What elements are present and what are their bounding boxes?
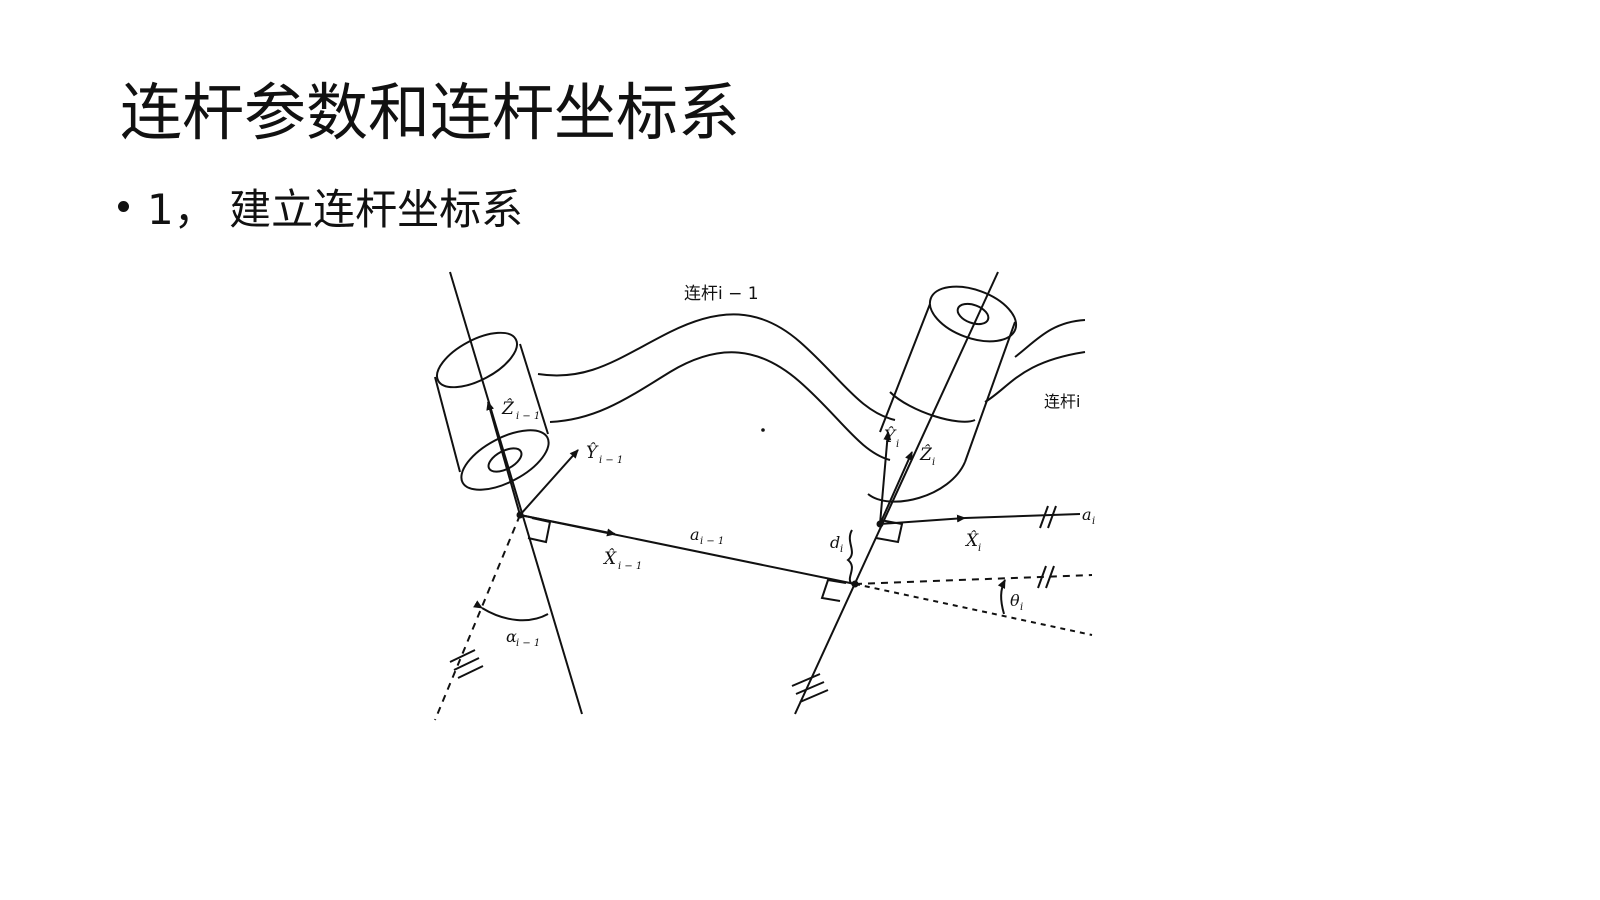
- diagram-svg: 连杆i − 1 连杆i Ẑ i − 1 Ŷ i − 1 X̂ i − 1 a i…: [434, 271, 1095, 721]
- link-frame-diagram: 连杆i − 1 连杆i Ẑ i − 1 Ŷ i − 1 X̂ i − 1 a i…: [420, 262, 1110, 722]
- link-cur-edge-top: [1014, 319, 1086, 358]
- cyl-prev-bottom: [460, 429, 550, 491]
- cyl-cur-top: [928, 285, 1018, 343]
- joint-axis-cur: [794, 271, 999, 715]
- y-cur-axis: [879, 431, 892, 525]
- right-angle-prev: [527, 517, 552, 544]
- link-cur-edge-bottom: [984, 351, 1086, 403]
- svg-text:a: a: [1082, 505, 1092, 524]
- svg-text:Ẑ: Ẑ: [501, 398, 515, 419]
- parallel-mark-4: [1037, 565, 1055, 589]
- svg-text:Ẑ: Ẑ: [919, 444, 933, 465]
- svg-text:i: i: [840, 544, 843, 555]
- cyl-prev-right: [519, 343, 549, 435]
- link-prev-edge-bottom: [549, 351, 891, 461]
- svg-text:α: α: [506, 627, 517, 646]
- link-prev-edge-top: [537, 313, 896, 421]
- joint-axis-prev: [449, 271, 583, 715]
- origin-prev: [516, 511, 524, 519]
- parallel-mark-3: [1039, 505, 1057, 529]
- svg-text:i: i: [1020, 602, 1023, 613]
- svg-text:i: i: [978, 543, 981, 554]
- svg-text:i: i: [1092, 516, 1095, 527]
- projected-x-prev: [854, 574, 1093, 585]
- cyl-cur-bottom: [867, 461, 966, 503]
- cyl-prev-hole: [487, 447, 523, 473]
- x-prev-label: X̂ i − 1: [602, 549, 642, 572]
- x-cur-axis: [879, 514, 966, 525]
- projected-axis-prev: [434, 514, 521, 721]
- y-cur-label: Ŷ i: [884, 426, 899, 450]
- cyl-cur-left: [879, 303, 931, 433]
- z-prev-axis: [486, 401, 521, 516]
- cyl-cur-hole: [956, 302, 990, 326]
- a-prev-label: a i − 1: [690, 525, 724, 547]
- link-prev-label: 连杆i − 1: [684, 284, 759, 304]
- cyl-prev-left: [434, 376, 461, 473]
- x-cur-label: X̂ i: [964, 531, 981, 554]
- intersection-point: [851, 580, 859, 588]
- svg-text:X̂: X̂: [964, 531, 979, 551]
- svg-text:i: i: [896, 439, 899, 450]
- alpha-prev-arc: [473, 600, 549, 622]
- svg-text:i − 1: i − 1: [700, 536, 724, 547]
- parallel-mark-2: [791, 673, 829, 703]
- right-angle-cur: [875, 519, 904, 544]
- theta-cur-label: θ i: [1010, 591, 1023, 613]
- y-prev-axis: [519, 449, 579, 516]
- svg-text:d: d: [830, 533, 840, 552]
- z-cur-axis: [879, 451, 913, 525]
- cyl-cur-band: [889, 391, 976, 423]
- z-cur-label: Ẑ i: [919, 444, 935, 468]
- svg-text:Ŷ: Ŷ: [884, 426, 897, 447]
- svg-text:i − 1: i − 1: [618, 561, 642, 572]
- parallel-mark-1: [449, 649, 484, 679]
- a-cur-label: a i: [1082, 505, 1095, 527]
- svg-text:θ: θ: [1010, 591, 1020, 610]
- d-cur-label: d i: [830, 533, 843, 555]
- svg-text:i − 1: i − 1: [599, 455, 623, 466]
- common-normal-cur: [964, 513, 1081, 519]
- bullet-dot: [118, 201, 129, 212]
- right-angle-mid: [820, 578, 847, 602]
- alpha-prev-label: α i − 1: [506, 627, 540, 649]
- svg-text:i − 1: i − 1: [516, 638, 540, 649]
- svg-text:a: a: [690, 525, 700, 544]
- stray-dot: [761, 428, 765, 432]
- slide-title: 连杆参数和连杆坐标系: [120, 76, 741, 149]
- origin-cur: [876, 520, 884, 528]
- svg-text:X̂: X̂: [602, 549, 617, 569]
- bullet-item: 1， 建立连杆坐标系: [118, 176, 523, 237]
- link-cur-label: 连杆i: [1044, 392, 1080, 411]
- theta-ref-line: [854, 583, 1093, 636]
- svg-text:i − 1: i − 1: [516, 411, 540, 422]
- theta-arc: [997, 579, 1006, 615]
- d-brace: [846, 529, 853, 585]
- cyl-cur-right: [964, 321, 1016, 463]
- y-prev-label: Ŷ i − 1: [586, 442, 623, 466]
- cyl-prev-top: [436, 331, 518, 389]
- svg-text:i: i: [932, 457, 935, 468]
- svg-text:Ŷ: Ŷ: [586, 442, 599, 463]
- z-prev-label: Ẑ i − 1: [501, 398, 540, 422]
- bullet-text: 1， 建立连杆坐标系: [147, 185, 524, 234]
